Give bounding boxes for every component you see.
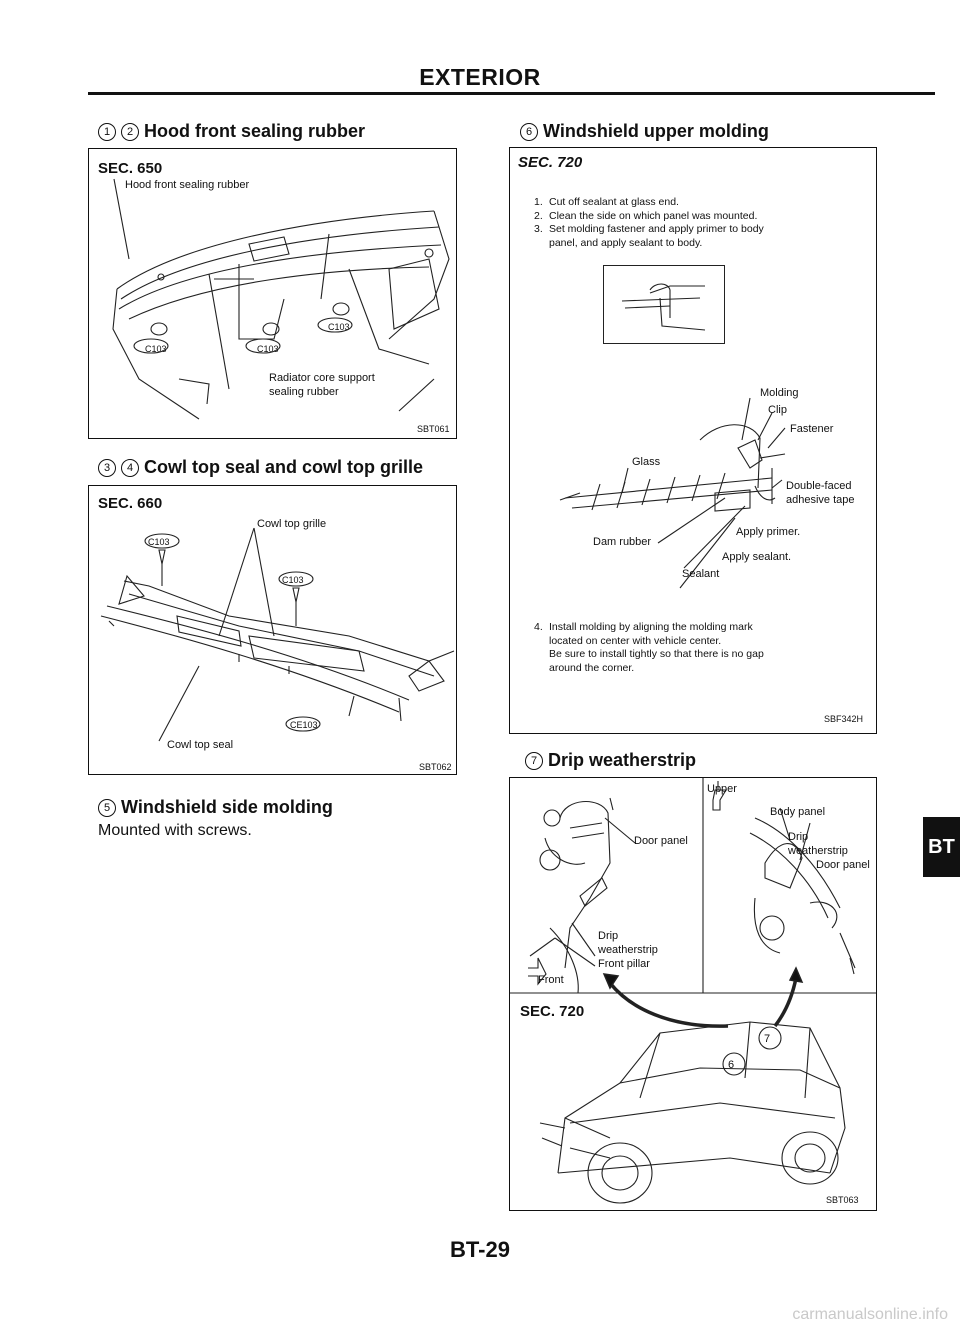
side-molding-heading-text: Windshield side molding [121,797,333,817]
label-fastener: Fastener [790,423,834,435]
cowl-heading-text: Cowl top seal and cowl top grille [144,457,424,477]
label-glass: Glass [632,456,661,468]
step-1: 1.Cut off sealant at glass end. [534,196,679,208]
cowl-sec-code: SEC. 660 [98,495,163,512]
side-molding-heading: 5 Windshield side molding [98,797,333,818]
page-number: BT-29 [450,1237,510,1262]
upper-sec-code: SEC. 720 [518,154,583,171]
label-door-panel-r: Door panel [816,859,870,871]
item-number-4: 4 [121,459,139,477]
label-front-pillar: Front pillar [598,958,650,970]
drip-drawing [510,778,876,1210]
hood-seal-label: Hood front sealing rubber [125,179,250,191]
upper-steps: 1.Cut off sealant at glass end. 2.Clean … [534,196,864,250]
page-title: EXTERIOR [419,64,541,90]
label-tape-line1: Double-faced [786,480,852,492]
radiator-seal-label-line2: sealing rubber [269,386,339,398]
drip-sec-code: SEC. 720 [520,1003,585,1020]
figure-code: SBT063 [826,1195,859,1205]
item-number-6: 6 [520,123,538,141]
header-rule [88,92,935,95]
label-drip-r-line2: weatherstrip [788,845,848,857]
item-number-1: 1 [98,123,116,141]
item-number-5: 5 [98,799,116,817]
car-number-7: 7 [764,1033,771,1045]
cowl-figure-panel: SEC. 660 Cowl top grille Cowl top seal C… [88,485,457,775]
watermark: carmanualsonline.info [792,1306,948,1323]
label-apply-sealant: Apply sealant. [722,551,792,563]
step-3-cont: panel, and apply sealant to body. [549,236,703,249]
upper-molding-heading: 6 Windshield upper molding [520,121,769,142]
hood-heading-text: Hood front sealing rubber [144,121,366,141]
molding-inset-box [603,265,725,344]
clip-code-ce: CE103 [290,720,318,730]
figure-code: SBT062 [419,762,452,772]
label-clip: Clip [768,404,787,416]
clip-code: C103 [148,537,170,547]
car-number-6: 6 [728,1059,735,1071]
cowl-seal-label: Cowl top seal [167,739,234,751]
item-number-2: 2 [121,123,139,141]
side-molding-text: Mounted with screws. [98,822,252,839]
hood-drawing [89,149,456,438]
drip-heading: 7 Drip weatherstrip [525,750,696,771]
label-drip-r-line1: Drip [788,831,809,843]
item-number-3: 3 [98,459,116,477]
cowl-grille-label: Cowl top grille [257,518,327,530]
label-upper: Upper [707,783,737,795]
upper-molding-heading-text: Windshield upper molding [543,121,769,141]
cowl-drawing [89,486,456,774]
label-tape-line2: adhesive tape [786,494,855,506]
step-2: 2.Clean the side on which panel was moun… [534,209,758,222]
clip-code: C103 [282,575,304,585]
label-front: Front [538,974,564,986]
item-number-7: 7 [525,752,543,770]
upper-molding-panel: SEC. 720 1.Cut off sealant at glass end.… [509,147,877,734]
clip-code: C103 [328,322,350,332]
label-drip-line2: weatherstrip [598,944,658,956]
label-drip-line1: Drip [598,930,619,942]
radiator-seal-label-line1: Radiator core support [269,372,375,384]
label-body-panel: Body panel [770,806,826,818]
drip-figure-panel: Door panel Drip weatherstrip Front pilla… [509,777,877,1211]
section-tab: BT [923,817,960,877]
clip-code: C103 [145,344,167,354]
hood-sec-code: SEC. 650 [98,160,163,177]
drip-heading-text: Drip weatherstrip [548,750,697,770]
label-molding: Molding [760,387,799,399]
label-apply-primer: Apply primer. [736,526,801,538]
step-3: 3.Set molding fastener and apply primer … [534,223,764,235]
clip-code: C103 [257,344,279,354]
hood-figure-panel: SEC. 650 Hood front sealing rubber Radia… [88,148,457,439]
figure-code: SBT061 [417,424,450,434]
label-door-panel: Door panel [634,835,688,847]
label-dam-rubber: Dam rubber [593,536,652,548]
molding-drawing [510,148,876,733]
figure-code: SBF342H [824,714,864,724]
label-sealant: Sealant [682,568,720,580]
step-4: 4.Install molding by aligning the moldin… [534,621,764,674]
